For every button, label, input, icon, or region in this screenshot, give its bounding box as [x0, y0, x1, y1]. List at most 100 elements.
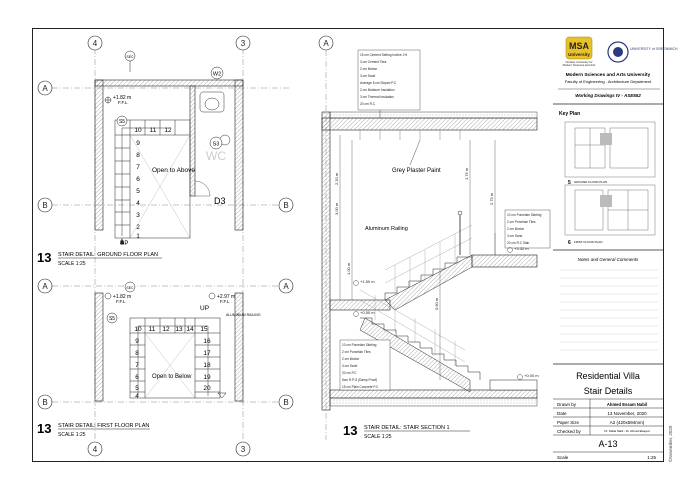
railing-label: ALUMINIUM RAILING — [226, 313, 261, 317]
svg-text:15 cm Plain Concrete P.C: 15 cm Plain Concrete P.C — [342, 385, 379, 389]
grid-label: B — [42, 398, 47, 407]
msa-caption: Modern Sciences and Arts — [563, 63, 596, 67]
sheet-number: A-13 — [598, 439, 617, 449]
checked-by-value: Dr. Nahla Nabil - Dr. Ahmed Elsayed — [604, 429, 650, 433]
field-label: Paper Size — [557, 420, 580, 425]
step-number: 12 — [162, 326, 170, 333]
grid-bubble-3-top — [235, 35, 251, 51]
step-number: 3 — [136, 212, 140, 219]
svg-text:3 cm Sand: 3 cm Sand — [507, 234, 522, 238]
door-tag: D3 — [214, 196, 226, 206]
open-to-below-label: Open to Below — [152, 374, 192, 380]
railing-label: Aluminum Railing — [365, 226, 408, 232]
window-tag: W2 — [213, 72, 221, 78]
step-number: 10 — [134, 127, 142, 134]
dimension: 1.00 m — [346, 262, 351, 275]
grid-label: A — [42, 84, 48, 93]
step-number: 7 — [136, 164, 140, 171]
step-number: 20 — [203, 385, 211, 392]
drawing-sheet-border — [32, 28, 664, 462]
svg-text:2 cm Mortar: 2 cm Mortar — [360, 67, 378, 71]
svg-text:2 cm Mortar: 2 cm Mortar — [507, 227, 525, 231]
dimension: 1.75 m — [464, 167, 469, 180]
s3-tag: S3 — [213, 142, 220, 148]
svg-text:2 cm Porcelain Tiles: 2 cm Porcelain Tiles — [342, 350, 371, 354]
sheet-title: Stair Details — [584, 386, 633, 396]
grid-label: B — [283, 398, 288, 407]
field-label: Date — [557, 411, 567, 416]
svg-text:15 cm Cement Setting Incline 1: 15 cm Cement Setting Incline 1% — [360, 53, 407, 57]
svg-text:5cm R.P.G (Damp Proof): 5cm R.P.G (Damp Proof) — [342, 378, 377, 382]
step-number: 16 — [203, 338, 211, 345]
step-number: 6 — [136, 176, 140, 183]
grid-bubble-b-2 — [37, 394, 53, 410]
step-number: 14 — [186, 326, 194, 333]
grid-label: A — [323, 39, 329, 48]
drawing-title: STAIR DETAIL: STAIR SECTION 1 — [364, 425, 450, 431]
drawing-scale: SCALE 1:25 — [58, 261, 86, 267]
svg-text:20 cm P.C: 20 cm P.C — [342, 371, 357, 375]
university-name: Modern Sciences and Arts University — [566, 72, 651, 78]
svg-text:3 cm Sand: 3 cm Sand — [360, 74, 375, 78]
step-number: 4 — [135, 393, 139, 400]
svg-text:2 cm Moisture Insulation: 2 cm Moisture Insulation — [360, 88, 395, 92]
svg-text:2 cm Porcelain Tiles: 2 cm Porcelain Tiles — [507, 220, 536, 224]
step-number: 19 — [203, 374, 211, 381]
svg-text:20 cm R.C: 20 cm R.C — [360, 102, 376, 106]
partner-name: UNIVERSITY of GREENWICH — [630, 47, 678, 51]
ground-floor-plan: +1.82 m F.F.L S5 SEC Open to Above UP WC… — [37, 50, 244, 267]
up-label: UP — [200, 305, 209, 312]
dimension: 0.60 m — [434, 297, 439, 310]
step-number: 11 — [149, 326, 156, 333]
step-number: 15 — [200, 326, 208, 333]
step-number: 8 — [135, 350, 139, 357]
project-name: Residential Villa — [576, 371, 640, 381]
grey-plaster-label: Grey Plaster Paint — [392, 168, 441, 174]
key-plan-tag: 6 — [568, 240, 571, 246]
notes-title: Notes and General Comments — [578, 257, 640, 262]
dimension: 3.00 m — [334, 202, 339, 215]
level-marker: +1.82 m — [113, 294, 131, 300]
step-number: 7 — [135, 362, 139, 369]
svg-text:3 cm Cement Tiles: 3 cm Cement Tiles — [360, 60, 387, 64]
step-number: 10 — [134, 326, 142, 333]
date-value: 13 November, 2020 — [607, 411, 647, 416]
svg-text:Average 8 cm Sloped P.C: Average 8 cm Sloped P.C — [360, 81, 397, 85]
scale-value: 1:25 — [647, 455, 656, 460]
level-marker: +1.82 m — [113, 95, 131, 101]
drawing-title: STAIR DETAIL: GROUND FLOOR PLAN — [58, 252, 158, 258]
section-tag: S5 — [119, 119, 125, 125]
stair-layers-note: 10 cm Porcelain Skirting 2 cm Porcelain … — [339, 339, 391, 391]
open-to-above-label: Open to Above — [152, 167, 195, 174]
step-number: 8 — [136, 152, 140, 159]
msa-logo — [565, 36, 593, 60]
stair-section: 3.00 m 1.00 m 2.20 m 1.75 m 2.75 m 0.60 … — [321, 49, 551, 440]
step-number: 6 — [135, 374, 139, 381]
ffl-label: F.F.L — [116, 299, 126, 304]
drawing-scale: SCALE 1:25 — [58, 432, 86, 438]
grid-bubble-3-bottom — [235, 441, 251, 457]
step-number: 13 — [175, 326, 183, 333]
step-number: 5 — [135, 385, 139, 392]
grid-bubble-a-1 — [37, 80, 53, 96]
svg-text:SEC: SEC — [126, 55, 134, 59]
grid-label: 4 — [93, 445, 98, 454]
grid-label: 4 — [93, 39, 98, 48]
svg-text:10 cm Porcelain Skirting: 10 cm Porcelain Skirting — [507, 213, 542, 217]
drawing-number: 13 — [37, 250, 51, 265]
drawn-by-value: Ahmed Essam Nabil — [607, 402, 647, 407]
copyright: ©November, 2020 — [667, 425, 673, 462]
step-number: 12 — [164, 127, 172, 134]
svg-text:SEC: SEC — [126, 286, 134, 290]
key-plan-title: Key Plan — [559, 111, 580, 117]
grid-bubble-4-bottom — [87, 441, 103, 457]
step-number: 9 — [136, 140, 140, 147]
faculty-name: Faculty of Engineering - Architecture De… — [565, 79, 652, 84]
svg-text:3 cm Thermal Insulation: 3 cm Thermal Insulation — [360, 95, 394, 99]
step-number: 2 — [136, 224, 140, 231]
level-marker: +0.00 m — [524, 373, 539, 378]
svg-text:20 cm R.C Slab: 20 cm R.C Slab — [507, 241, 530, 245]
key-plan-caption: FIRST FLOOR PLAN — [574, 240, 602, 244]
step-number: 17 — [203, 350, 211, 357]
